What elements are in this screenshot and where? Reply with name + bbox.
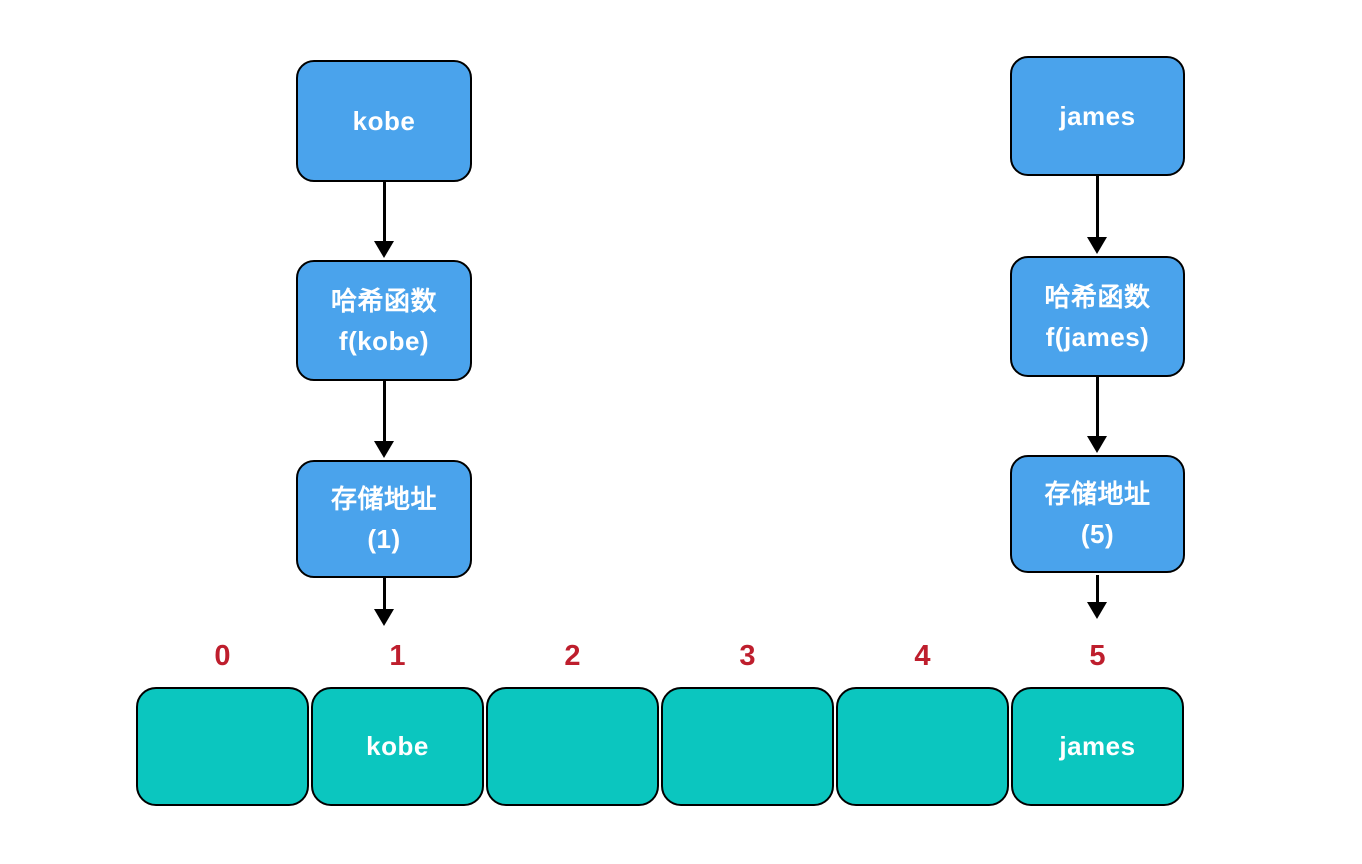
- array-index-2: 2: [564, 640, 581, 672]
- array-index-3: 3: [739, 640, 756, 672]
- arrow-hash-to-addr-james: [1086, 377, 1108, 453]
- arrow-line: [1095, 176, 1099, 237]
- array-cell-row: kobe james: [136, 687, 1184, 806]
- node-label-line1: 哈希函数: [1044, 281, 1151, 312]
- node-label-line2: (5): [1080, 519, 1115, 549]
- arrow-addr-to-array-james: [1086, 575, 1108, 619]
- arrow-down-icon: [1087, 237, 1107, 254]
- array-index-5: 5: [1089, 640, 1106, 672]
- array-index-0: 0: [214, 640, 231, 672]
- node-label-line1: 哈希函数: [330, 285, 437, 316]
- arrow-line: [1095, 575, 1099, 602]
- array-cell-3: [661, 687, 834, 806]
- arrow-line: [1095, 377, 1099, 436]
- array-cell-0: [136, 687, 309, 806]
- arrow-line: [382, 381, 386, 441]
- node-label: kobe: [352, 106, 416, 136]
- node-label-line2: f(kobe): [338, 325, 430, 356]
- arrow-down-icon: [1087, 602, 1107, 619]
- node-label: james: [1059, 101, 1136, 131]
- array-index-4: 4: [914, 640, 931, 672]
- node-label-line2: f(james): [1045, 321, 1150, 352]
- node-label-line2: (1): [367, 524, 401, 554]
- arrow-hash-to-addr-kobe: [373, 381, 395, 458]
- array-cell-2: [486, 687, 659, 806]
- node-hash-kobe: 哈希函数 f(kobe): [296, 260, 472, 381]
- arrow-down-icon: [1087, 436, 1107, 453]
- array-index-row: 0 1 2 3 4 5: [136, 638, 1184, 674]
- node-label-line1: 存储地址: [1044, 479, 1151, 509]
- arrow-addr-to-array-kobe: [373, 578, 395, 626]
- node-key-kobe: kobe: [296, 60, 472, 182]
- arrow-down-icon: [374, 609, 394, 626]
- array-cell-1: kobe: [311, 687, 484, 806]
- arrow-down-icon: [374, 441, 394, 458]
- hash-table-array: 0 1 2 3 4 5 kobe james: [136, 638, 1184, 806]
- node-addr-kobe: 存储地址 (1): [296, 460, 472, 578]
- node-hash-james: 哈希函数 f(james): [1010, 256, 1185, 377]
- arrow-james-to-hash: [1086, 176, 1108, 254]
- node-key-james: james: [1010, 56, 1185, 176]
- arrow-down-icon: [374, 241, 394, 258]
- arrow-line: [382, 578, 386, 609]
- array-cell-5: james: [1011, 687, 1184, 806]
- node-label-line1: 存储地址: [330, 484, 437, 514]
- node-addr-james: 存储地址 (5): [1010, 455, 1185, 573]
- array-index-1: 1: [389, 640, 406, 672]
- arrow-kobe-to-hash: [373, 182, 395, 258]
- arrow-line: [382, 182, 386, 241]
- array-cell-4: [836, 687, 1009, 806]
